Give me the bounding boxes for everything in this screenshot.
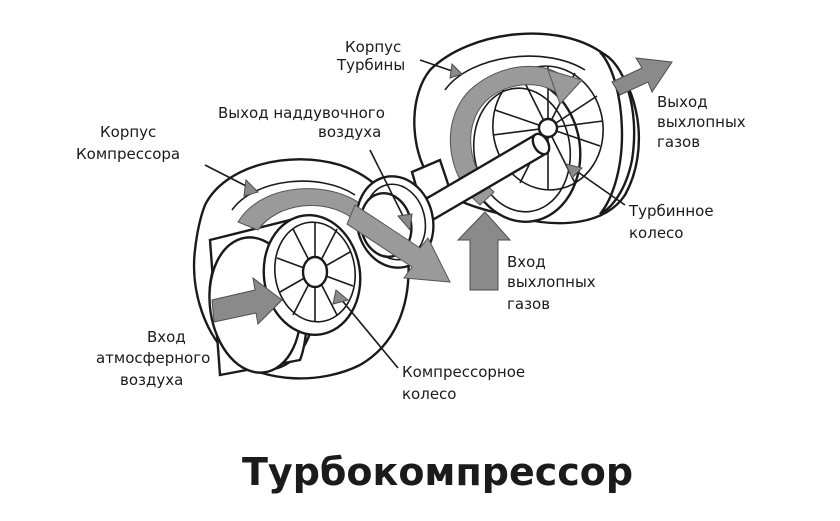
diagram-title: Турбокомпрессор xyxy=(242,450,633,494)
label-exhaust-outlet: Выход выхлопных газов xyxy=(657,93,746,151)
exhaust-inlet-arrow xyxy=(456,211,512,291)
leader-boost-outlet xyxy=(369,149,406,221)
leader-compressor-wheel-head xyxy=(332,289,350,305)
svg-text:колесо: колесо xyxy=(402,385,456,403)
svg-text:Вход: Вход xyxy=(147,328,186,346)
label-exhaust-inlet: Вход выхлопных газов xyxy=(507,253,596,313)
svg-text:колесо: колесо xyxy=(629,224,683,242)
label-turbine-wheel: Турбинное колесо xyxy=(628,202,714,242)
leader-turbine-housing-head xyxy=(449,62,463,79)
turbine-flow-arrowhead xyxy=(547,69,583,105)
compressor-wheel xyxy=(273,221,357,323)
svg-text:Корпус: Корпус xyxy=(100,123,156,141)
leader-compressor-housing-head xyxy=(243,178,259,197)
svg-text:Турбинное: Турбинное xyxy=(628,202,714,220)
svg-text:Турбины: Турбины xyxy=(336,56,405,74)
svg-text:Вход: Вход xyxy=(507,253,546,271)
label-boost-air-outlet: Выход наддувочного воздуха xyxy=(218,104,385,141)
label-compressor-wheel: Компрессорное колесо xyxy=(402,363,525,403)
boost-air-arrow xyxy=(346,204,451,283)
svg-text:Выход наддувочного: Выход наддувочного xyxy=(218,104,385,122)
air-inlet-arrow xyxy=(211,276,283,326)
svg-text:выхлопных: выхлопных xyxy=(507,273,596,291)
leader-compressor-wheel xyxy=(339,297,399,369)
exhaust-outlet-arrow xyxy=(611,57,673,96)
svg-text:газов: газов xyxy=(507,295,550,313)
svg-text:воздуха: воздуха xyxy=(318,123,381,141)
svg-text:газов: газов xyxy=(657,133,700,151)
svg-text:воздуха: воздуха xyxy=(120,371,183,389)
svg-text:Выход: Выход xyxy=(657,93,708,111)
svg-text:Корпус: Корпус xyxy=(345,38,401,56)
leader-turbine-housing xyxy=(419,59,456,73)
leader-turbine-wheel-head xyxy=(565,163,583,179)
leader-compressor-housing xyxy=(204,164,251,189)
leader-boost-outlet-head xyxy=(397,213,413,232)
leader-turbine-wheel xyxy=(574,169,626,206)
label-compressor-housing: Корпус Компрессора xyxy=(76,123,180,163)
svg-text:атмосферного: атмосферного xyxy=(96,349,210,367)
svg-text:Компрессора: Компрессора xyxy=(76,145,180,163)
label-turbine-housing: Корпус Турбины xyxy=(336,38,405,74)
svg-text:Компрессорное: Компрессорное xyxy=(402,363,525,381)
label-air-inlet: Вход атмосферного воздуха xyxy=(96,328,210,389)
svg-text:выхлопных: выхлопных xyxy=(657,113,746,131)
